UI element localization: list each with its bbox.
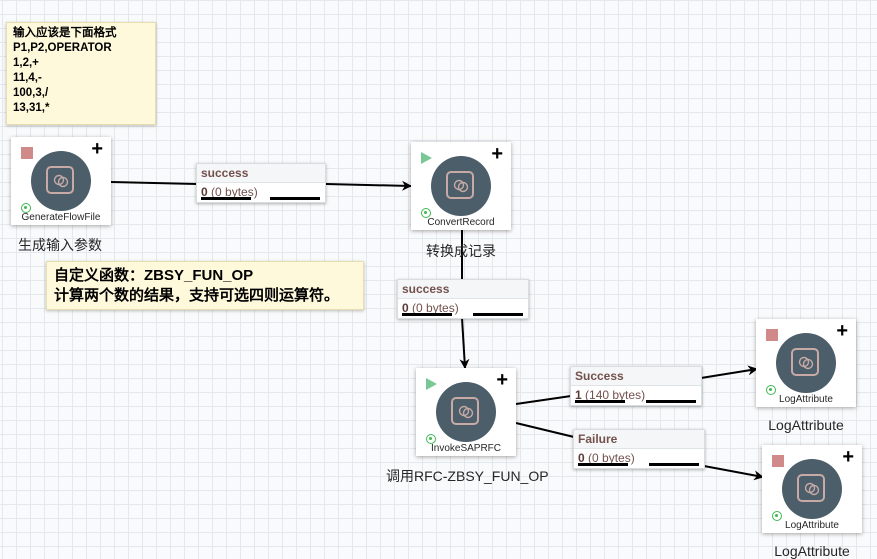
queue-count: 0	[578, 451, 585, 465]
queue-bar-right	[473, 313, 523, 316]
processor-type: GenerateFlowFile	[21, 212, 101, 223]
queue-bar-right	[646, 400, 696, 403]
function-note-label[interactable]: 自定义函数：ZBSY_FUN_OP 计算两个数的结果，支持可选四则运算符。	[46, 261, 364, 310]
processor-generate-flowfile[interactable]: + GenerateFlowFile	[11, 137, 111, 225]
valid-status-icon	[772, 511, 782, 521]
note-line: 输入应该是下面格式	[13, 27, 117, 39]
note-line: 100,3,/	[13, 87, 49, 99]
edge-success-to-log1[interactable]	[700, 365, 758, 379]
note-line: P1,P2,OPERATOR	[13, 42, 112, 54]
queue-size: (0 bytes)	[588, 451, 635, 465]
processor-log-attribute-2[interactable]: + LogAttribute	[762, 445, 862, 533]
processor-convert-record[interactable]: + ConvertRecord	[411, 142, 511, 230]
connection-success-1[interactable]: success 0 (0 bytes)	[196, 163, 326, 203]
note-line: 13,31,*	[13, 102, 50, 114]
add-connection-icon[interactable]: +	[496, 369, 508, 391]
processor-name: LogAttribute	[774, 543, 850, 559]
processor-icon	[436, 382, 496, 442]
processor-icon	[776, 333, 836, 393]
queue-bar-right	[270, 197, 320, 200]
stopped-icon	[766, 329, 778, 341]
processor-name: 生成输入参数	[18, 237, 102, 253]
edge-generate-to-conn[interactable]	[109, 181, 198, 185]
running-icon	[421, 152, 432, 164]
add-connection-icon[interactable]: +	[842, 446, 854, 468]
stopped-icon	[772, 455, 784, 467]
connection-success-3[interactable]: Success 1 (140 bytes)	[570, 366, 702, 406]
edge-invoke-to-failure[interactable]	[515, 422, 575, 438]
processor-icon	[782, 459, 842, 519]
processor-invoke-saprfc[interactable]: + InvokeSAPRFC	[416, 368, 516, 456]
edge-conn-to-convert[interactable]	[325, 180, 412, 191]
valid-status-icon	[766, 385, 776, 395]
processor-name: 调用RFC-ZBSY_FUN_OP	[386, 468, 549, 484]
note-line: 11,4,-	[13, 72, 42, 84]
processor-type: LogAttribute	[785, 520, 839, 531]
queue-bar-left	[575, 400, 625, 403]
queue-size: (140 bytes)	[585, 388, 646, 402]
queue-bar-left	[201, 197, 251, 200]
queue-stats: 1 (140 bytes)	[571, 386, 701, 404]
queue-bar-right	[649, 463, 699, 466]
processor-icon	[31, 151, 91, 211]
queue-bar-left	[402, 313, 452, 316]
queue-bar-left	[578, 463, 628, 466]
add-connection-icon[interactable]: +	[91, 138, 103, 160]
queue-count: 0	[402, 301, 409, 315]
connection-failure[interactable]: Failure 0 (0 bytes)	[573, 429, 705, 469]
processor-log-attribute-1[interactable]: + LogAttribute	[756, 319, 856, 407]
relationship-name: success	[197, 164, 325, 183]
queue-count: 0	[201, 185, 208, 199]
processor-name: LogAttribute	[768, 417, 844, 433]
relationship-name: Failure	[574, 430, 704, 449]
queue-stats: 0 (0 bytes)	[574, 449, 704, 467]
add-connection-icon[interactable]: +	[836, 320, 848, 342]
running-icon	[426, 378, 437, 390]
processor-name: 转换成记录	[426, 243, 496, 259]
relationship-name: success	[398, 280, 528, 299]
connection-success-2[interactable]: success 0 (0 bytes)	[397, 279, 529, 319]
queue-size: (0 bytes)	[412, 301, 459, 315]
note-line: 自定义函数：ZBSY_FUN_OP	[54, 267, 254, 284]
processor-type: InvokeSAPRFC	[430, 443, 502, 454]
queue-stats: 0 (0 bytes)	[197, 183, 325, 201]
processor-type: ConvertRecord	[427, 217, 495, 228]
edge-failure-to-log2[interactable]	[703, 465, 764, 481]
processor-icon	[431, 156, 491, 216]
edge-conn-to-invoke[interactable]	[459, 317, 470, 369]
queue-stats: 0 (0 bytes)	[398, 299, 528, 317]
note-line: 计算两个数的结果，支持可选四则运算符。	[54, 287, 340, 304]
valid-status-icon	[21, 203, 31, 213]
stopped-icon	[21, 147, 33, 159]
valid-status-icon	[426, 434, 436, 444]
note-line: 1,2,+	[13, 57, 39, 69]
queue-size: (0 bytes)	[211, 185, 258, 199]
relationship-name: Success	[571, 367, 701, 386]
queue-count: 1	[575, 388, 582, 402]
valid-status-icon	[421, 208, 431, 218]
format-note-label[interactable]: 输入应该是下面格式 P1,P2,OPERATOR 1,2,+ 11,4,- 10…	[6, 22, 156, 125]
processor-type: LogAttribute	[779, 394, 833, 405]
add-connection-icon[interactable]: +	[491, 143, 503, 165]
edge-invoke-to-success[interactable]	[515, 395, 572, 405]
